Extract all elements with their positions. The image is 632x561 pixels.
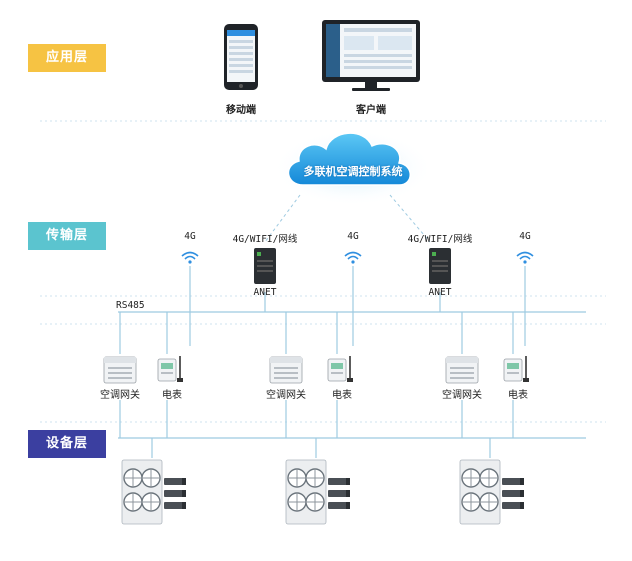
gateway-link-label: 4G/WIFI/网线 — [232, 234, 298, 245]
gateway-device-icon — [254, 248, 276, 284]
ac-gateway-icon — [103, 356, 137, 384]
gateway-link-label: 4G/WIFI/网线 — [407, 234, 473, 245]
wifi-icon — [344, 251, 362, 265]
ac-gateway-label: 空调网关 — [100, 390, 140, 401]
smartphone-icon — [224, 24, 258, 90]
mobile-label: 移动端 — [226, 105, 256, 116]
ac-gateway-icon — [445, 356, 479, 384]
wireless-label: 4G — [184, 231, 196, 242]
wifi-icon — [181, 251, 199, 265]
gateway-device-icon — [429, 248, 451, 284]
transport-connectors — [189, 266, 526, 346]
wireless-label: 4G — [347, 231, 359, 242]
cloud-system-label: 多联机空调控制系统 — [303, 165, 403, 178]
gateway-name-label: ANET — [253, 287, 277, 298]
outdoor-ac-unit-icon — [285, 459, 351, 525]
outdoor-ac-unit-icon — [459, 459, 525, 525]
desktop-label: 客户端 — [356, 105, 386, 116]
meter-icon — [157, 355, 184, 383]
gateway-name-label: ANET — [428, 287, 452, 298]
ac-gateway-icon — [269, 356, 303, 384]
meter-label: 电表 — [162, 390, 182, 401]
meter-icon — [503, 355, 530, 383]
device-connectors — [119, 312, 514, 458]
meter-icon — [327, 355, 354, 383]
cloud-link-right — [389, 194, 431, 243]
layer-label-transport: 传输层 — [28, 222, 106, 250]
outdoor-ac-unit-icon — [121, 459, 187, 525]
rs485-label: RS485 — [116, 300, 145, 311]
meter-label: 电表 — [508, 390, 528, 401]
monitor-icon — [322, 20, 420, 91]
cloud-link-left — [264, 194, 301, 243]
ac-gateway-label: 空调网关 — [266, 390, 306, 401]
wifi-icon — [516, 251, 534, 265]
meter-label: 电表 — [332, 390, 352, 401]
cloud-icon — [273, 130, 433, 206]
layer-label-device: 设备层 — [28, 430, 106, 458]
ac-gateway-label: 空调网关 — [442, 390, 482, 401]
layer-label-application: 应用层 — [28, 44, 106, 72]
wireless-label: 4G — [519, 231, 531, 242]
